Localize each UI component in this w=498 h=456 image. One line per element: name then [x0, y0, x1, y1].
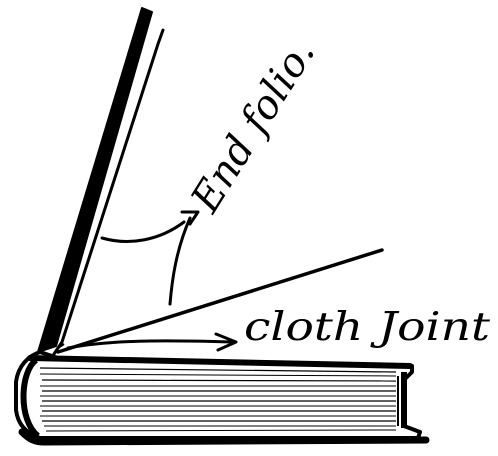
text-block	[14, 350, 430, 446]
end-folio-label: End folio.	[182, 32, 324, 222]
cover-board	[37, 7, 153, 353]
end-folio-leaf	[52, 28, 165, 356]
cloth-joint-leaf	[56, 248, 384, 354]
end-folio-arrow	[100, 210, 200, 306]
cloth-joint-label: cloth Joint	[244, 305, 490, 350]
cloth-joint-arrow	[66, 332, 238, 352]
